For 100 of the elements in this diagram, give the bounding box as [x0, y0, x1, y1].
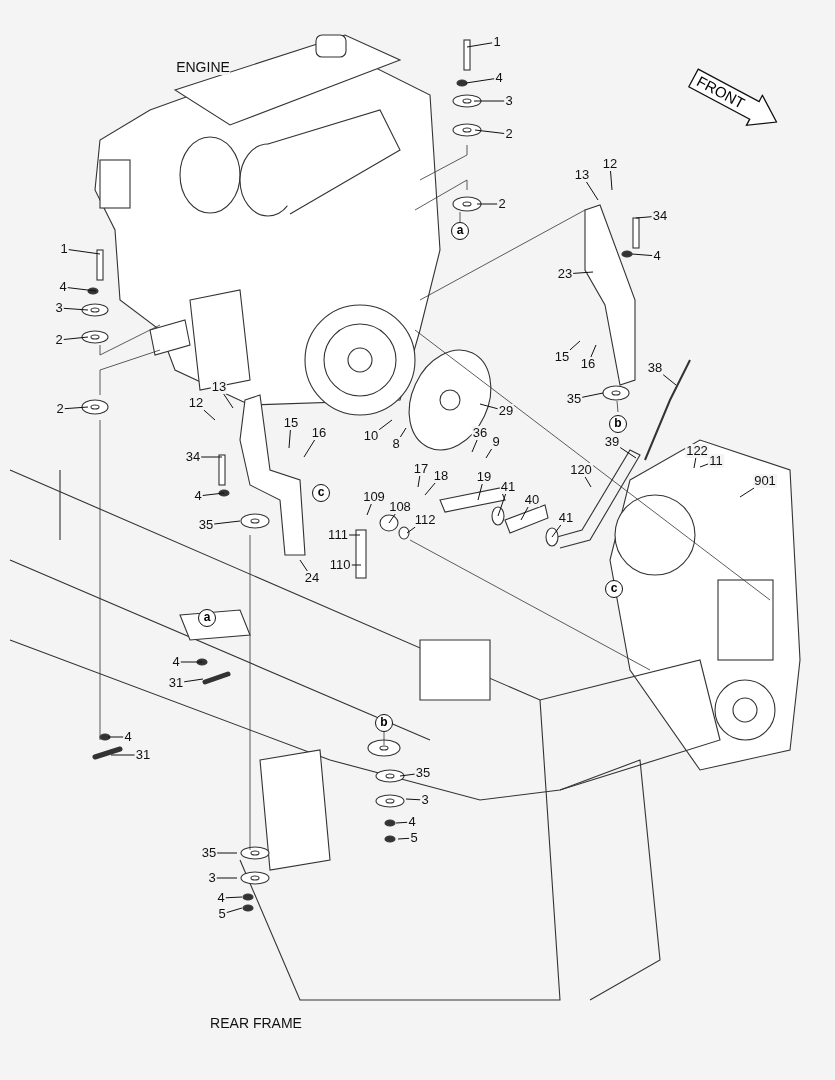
callout-number: 13 [573, 168, 591, 182]
leader-line [397, 837, 410, 840]
leader-line [213, 520, 241, 525]
callout-number: 4 [193, 489, 203, 503]
leader-line [619, 447, 637, 459]
callout-number: 111 [327, 528, 349, 542]
leader-line [466, 42, 493, 48]
leader-line [350, 564, 362, 566]
callout-number: 4 [652, 249, 662, 263]
leader-line [520, 506, 529, 521]
leader-line [110, 754, 136, 756]
callout-number: 19 [475, 470, 493, 484]
callout-number: 110 [328, 558, 352, 572]
leader-line [216, 877, 238, 879]
leader-line [739, 487, 755, 498]
reference-marker: b [375, 714, 393, 732]
callout-number: 16 [310, 426, 328, 440]
reference-marker: c [312, 484, 330, 502]
callout-number: 36 [471, 426, 489, 440]
callout-number: 108 [388, 500, 412, 514]
callout-number: 3 [207, 871, 217, 885]
callout-number: 12 [187, 396, 205, 410]
callout-number: 4 [123, 730, 133, 744]
leader-line [417, 475, 421, 488]
callout-number: 4 [58, 280, 68, 294]
callout-number: 2 [54, 333, 64, 347]
leader-line [662, 374, 677, 386]
leader-line [399, 773, 416, 777]
callout-number: 24 [303, 571, 321, 585]
callout-number: 3 [54, 301, 64, 315]
callout-number: 3 [420, 793, 430, 807]
callout-number: 1 [59, 242, 69, 256]
callout-number: 2 [504, 127, 514, 141]
leader-line [474, 129, 505, 134]
leader-line [485, 448, 493, 459]
leader-line [299, 559, 308, 572]
leader-line [473, 100, 505, 102]
callout-number: 18 [432, 469, 450, 483]
leader-line [216, 852, 238, 854]
callout-number: 4 [216, 891, 226, 905]
leader-line [610, 170, 613, 191]
callout-number: 17 [412, 462, 430, 476]
callout-number: 9 [491, 435, 501, 449]
leader-line [476, 203, 498, 205]
callout-number: 4 [494, 71, 504, 85]
leader-line [348, 534, 361, 536]
callout-number: 5 [217, 907, 227, 921]
reference-marker: b [609, 415, 627, 433]
callout-number: 31 [167, 676, 185, 690]
assembly-label: REAR FRAME [210, 1015, 302, 1031]
callout-number: 38 [646, 361, 664, 375]
leader-line [223, 393, 234, 409]
leader-line [395, 821, 408, 824]
assembly-label: ENGINE [176, 59, 230, 75]
callout-number: 3 [504, 94, 514, 108]
leader-line [68, 249, 101, 255]
leader-line [366, 503, 372, 516]
callout-number: 10 [362, 429, 380, 443]
leader-line [471, 439, 478, 453]
callout-number: 35 [197, 518, 215, 532]
leader-line [551, 524, 562, 538]
leader-line [590, 344, 597, 358]
leader-line [569, 340, 581, 351]
leader-line [699, 463, 709, 468]
callout-number: 11 [708, 454, 724, 468]
leader-line [497, 493, 507, 517]
leader-line [693, 457, 697, 469]
reference-marker: a [451, 222, 469, 240]
callout-number: 35 [565, 392, 583, 406]
leader-line [288, 429, 291, 449]
leader-line [572, 271, 594, 274]
callout-number: 35 [414, 766, 432, 780]
leader-line [584, 476, 592, 488]
callout-number: 122 [685, 444, 709, 458]
callout-number: 112 [413, 513, 437, 527]
callout-number: 1 [492, 35, 502, 49]
leader-line [479, 403, 499, 410]
leader-line [67, 287, 97, 292]
callout-number: 41 [557, 511, 575, 525]
callout-number: 41 [499, 480, 517, 494]
leader-line [107, 736, 124, 738]
callout-number: 23 [556, 267, 574, 281]
reference-marker: a [198, 609, 216, 627]
leader-line [399, 427, 407, 438]
callout-number: 8 [391, 437, 401, 451]
callout-number: 34 [184, 450, 202, 464]
callout-number: 4 [171, 655, 181, 669]
callout-number: 35 [200, 846, 218, 860]
callout-number: 5 [409, 831, 419, 845]
callout-number: 29 [497, 404, 515, 418]
callout-number: 2 [497, 197, 507, 211]
leader-line [64, 406, 89, 410]
leader-line [180, 661, 203, 663]
leader-line [477, 483, 483, 501]
leader-line [202, 492, 225, 496]
leader-line [388, 513, 396, 524]
callout-number: 15 [282, 416, 300, 430]
leader-line [225, 896, 243, 899]
callout-number: 120 [569, 463, 593, 477]
callout-number: 4 [407, 815, 417, 829]
